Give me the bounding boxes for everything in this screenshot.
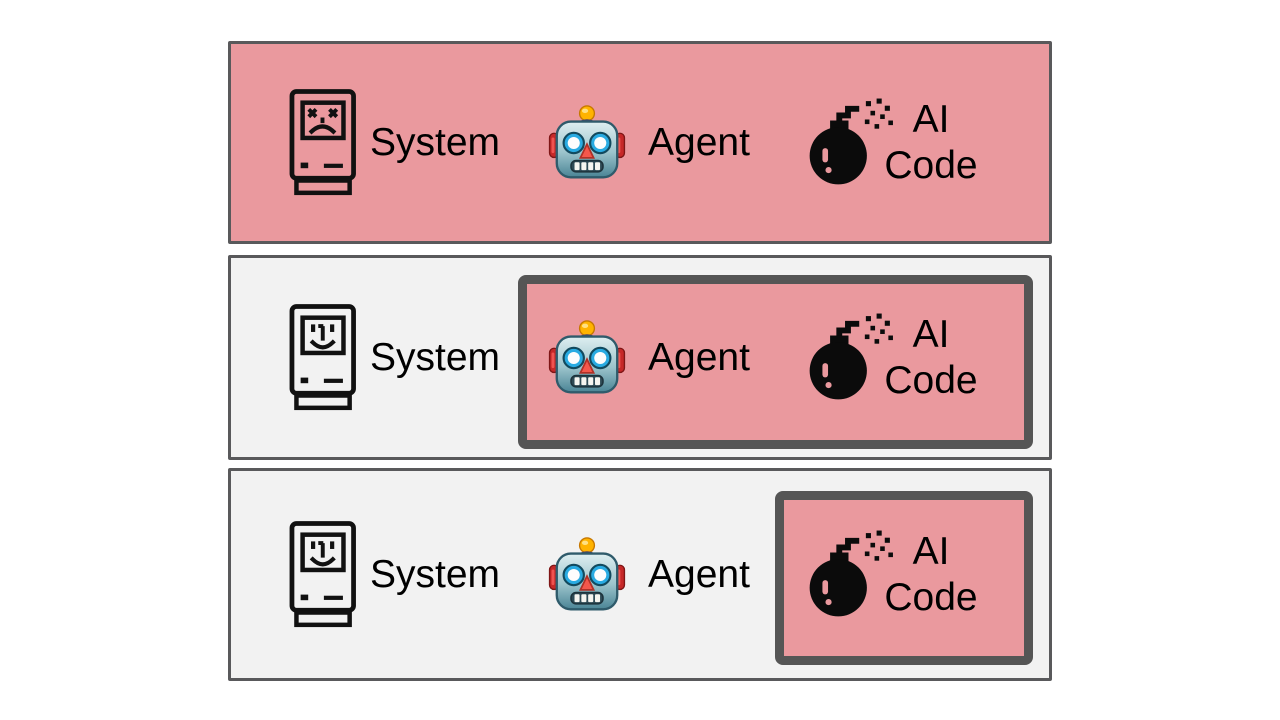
robot-emoji-icon: [548, 104, 626, 182]
happy-mac-icon: [283, 519, 367, 631]
system-label: System: [370, 552, 501, 596]
ai-code-line1: AI: [912, 97, 950, 141]
robot-emoji-icon: [548, 319, 626, 397]
system-label: System: [370, 335, 501, 379]
ai-code-line2: Code: [884, 358, 978, 402]
agent-label: Agent: [648, 335, 750, 379]
agent-label: Agent: [648, 120, 750, 164]
agent-label: Agent: [648, 552, 750, 596]
robot-emoji-icon: [548, 536, 626, 614]
ai-code-line2: Code: [884, 143, 978, 187]
happy-mac-icon: [283, 302, 367, 414]
ai-code-label: AI Code: [856, 96, 1006, 188]
system-label: System: [370, 120, 501, 164]
panel-code-sandboxed: System Agent AI Code: [228, 468, 1052, 681]
ai-code-line2: Code: [884, 575, 978, 619]
ai-code-label: AI Code: [856, 311, 1006, 403]
dead-mac-icon: [283, 87, 367, 199]
panel-no-sandbox: System Agent AI Code: [228, 41, 1052, 244]
panel-agent-sandboxed: System Agent AI Code: [228, 255, 1052, 460]
ai-code-label: AI Code: [856, 528, 1006, 620]
ai-code-line1: AI: [912, 312, 950, 356]
ai-code-line1: AI: [912, 529, 950, 573]
